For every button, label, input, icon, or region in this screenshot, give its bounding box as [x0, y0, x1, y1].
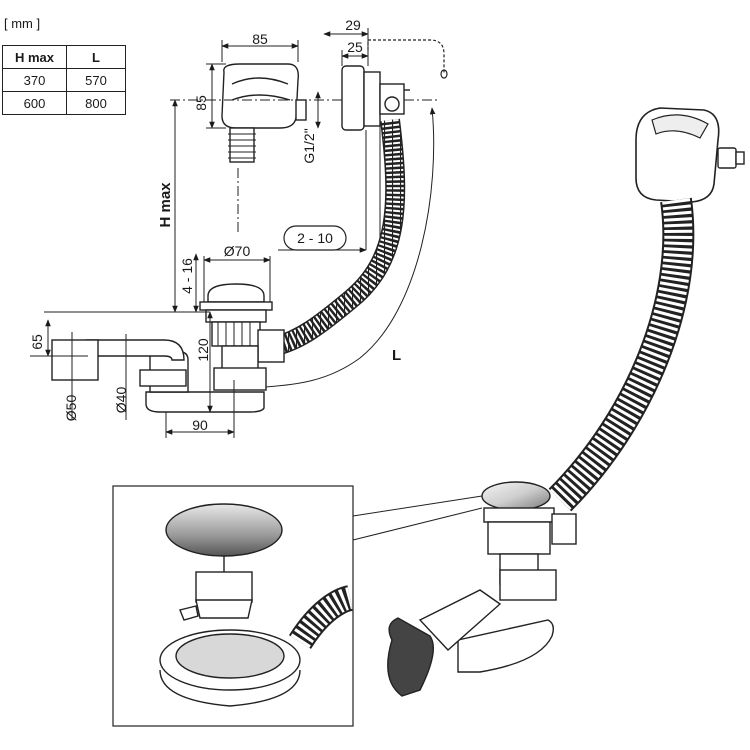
- hose-3d-outline: [548, 197, 695, 512]
- chain-detail: [367, 39, 448, 79]
- waste-3d: [387, 481, 577, 697]
- dim-width-90: 90: [192, 417, 208, 433]
- length-path: [245, 107, 436, 391]
- dim-cap-height: 4 - 16: [179, 258, 195, 294]
- dim-thread: G1/2": [301, 128, 317, 163]
- dim-overflow-height: 85: [193, 95, 209, 111]
- table-header-row: H max L: [2, 45, 126, 69]
- detail-cap-exploded: [165, 503, 283, 621]
- table-cell: 570: [66, 68, 126, 92]
- dimension-lines-side: [278, 28, 381, 253]
- dim-29: 29: [345, 17, 361, 33]
- dim-outlet-40: Ø40: [113, 387, 129, 414]
- dim-outlet-50: Ø50: [63, 395, 79, 422]
- dim-hmax: H max: [157, 182, 174, 228]
- dim-overflow-width: 85: [252, 31, 268, 47]
- unit-label: [ mm ]: [4, 16, 41, 31]
- table-header-hmax: H max: [2, 45, 67, 69]
- waste-assembly-side: [51, 283, 285, 413]
- dimension-lines-bottom: [30, 253, 271, 438]
- overflow-head-3d: [635, 107, 745, 203]
- table-row: 370 570: [2, 68, 126, 92]
- dim-65: 65: [29, 334, 45, 350]
- dim-length-l: L: [392, 347, 401, 364]
- table-cell: 800: [66, 91, 126, 115]
- table-row: 600 800: [2, 91, 126, 115]
- dim-gap-range: 2 - 10: [297, 230, 333, 246]
- dim-cap-diameter: Ø70: [224, 243, 251, 259]
- dimension-table: H max L 370 570 600 800: [2, 45, 126, 115]
- table-cell: 370: [2, 68, 67, 92]
- detail-leader-line: [352, 495, 483, 517]
- detail-leader-line: [352, 507, 483, 541]
- dim-120: 120: [195, 338, 211, 362]
- detail-basin-seat: [159, 585, 354, 707]
- dim-25: 25: [347, 39, 363, 55]
- overflow-head-front: [221, 63, 307, 163]
- hose-3d-ribs: [550, 198, 693, 510]
